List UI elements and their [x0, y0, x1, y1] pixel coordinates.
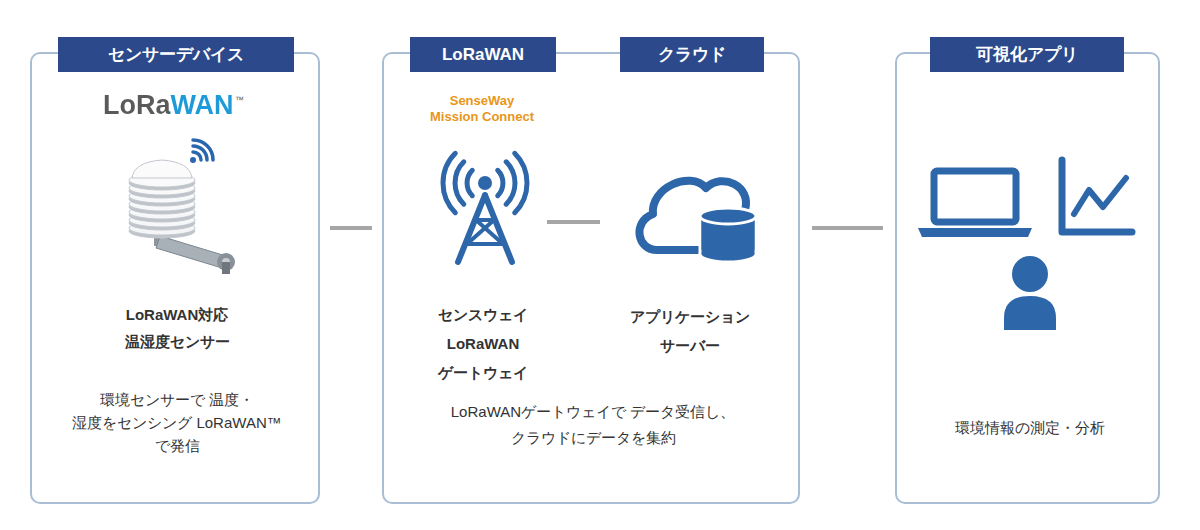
trademark-mark: ™ — [235, 95, 244, 105]
panel-tab: クラウド — [620, 37, 764, 72]
item-label: アプリケーション サーバー — [615, 302, 765, 360]
lorawan-logo: LoRaWAN — [103, 90, 234, 121]
gateway-tower-icon — [443, 153, 527, 262]
description: 環境センサーで 温度・湿度をセンシング LoRaWAN™で発信 — [72, 388, 282, 457]
item-label: センスウェイ LoRaWAN ゲートウェイ — [426, 300, 541, 387]
description: 環境情報の測定・分析 — [915, 416, 1145, 439]
gateway-item: センスウェイ LoRaWAN ゲートウェイ — [420, 140, 547, 403]
chart-icon — [1062, 160, 1132, 232]
section-panel: 可視化アプリ環境情報の測定・分析 — [895, 52, 1160, 504]
server-item: アプリケーション サーバー — [600, 140, 780, 386]
user-icon — [1004, 256, 1056, 330]
connector-line — [330, 226, 372, 230]
sensor-illustration — [129, 160, 235, 274]
item-label: LoRaWAN対応 温湿度センサー — [97, 301, 257, 355]
panel-tab: LoRaWAN — [410, 37, 556, 72]
connector-line — [812, 226, 883, 230]
panel-tab: 可視化アプリ — [930, 37, 1124, 72]
laptop-icon — [918, 171, 1032, 237]
brand-name: SenseWay Mission Connect — [426, 93, 538, 125]
panel-tab: センサーデバイス — [58, 37, 294, 72]
cloud-server-icon — [639, 181, 756, 262]
connector-line — [547, 220, 600, 224]
description: LoRaWANゲートウェイで データ受信し、クラウドにデータを集約 — [433, 399, 753, 451]
wireless-symbol — [190, 140, 213, 163]
